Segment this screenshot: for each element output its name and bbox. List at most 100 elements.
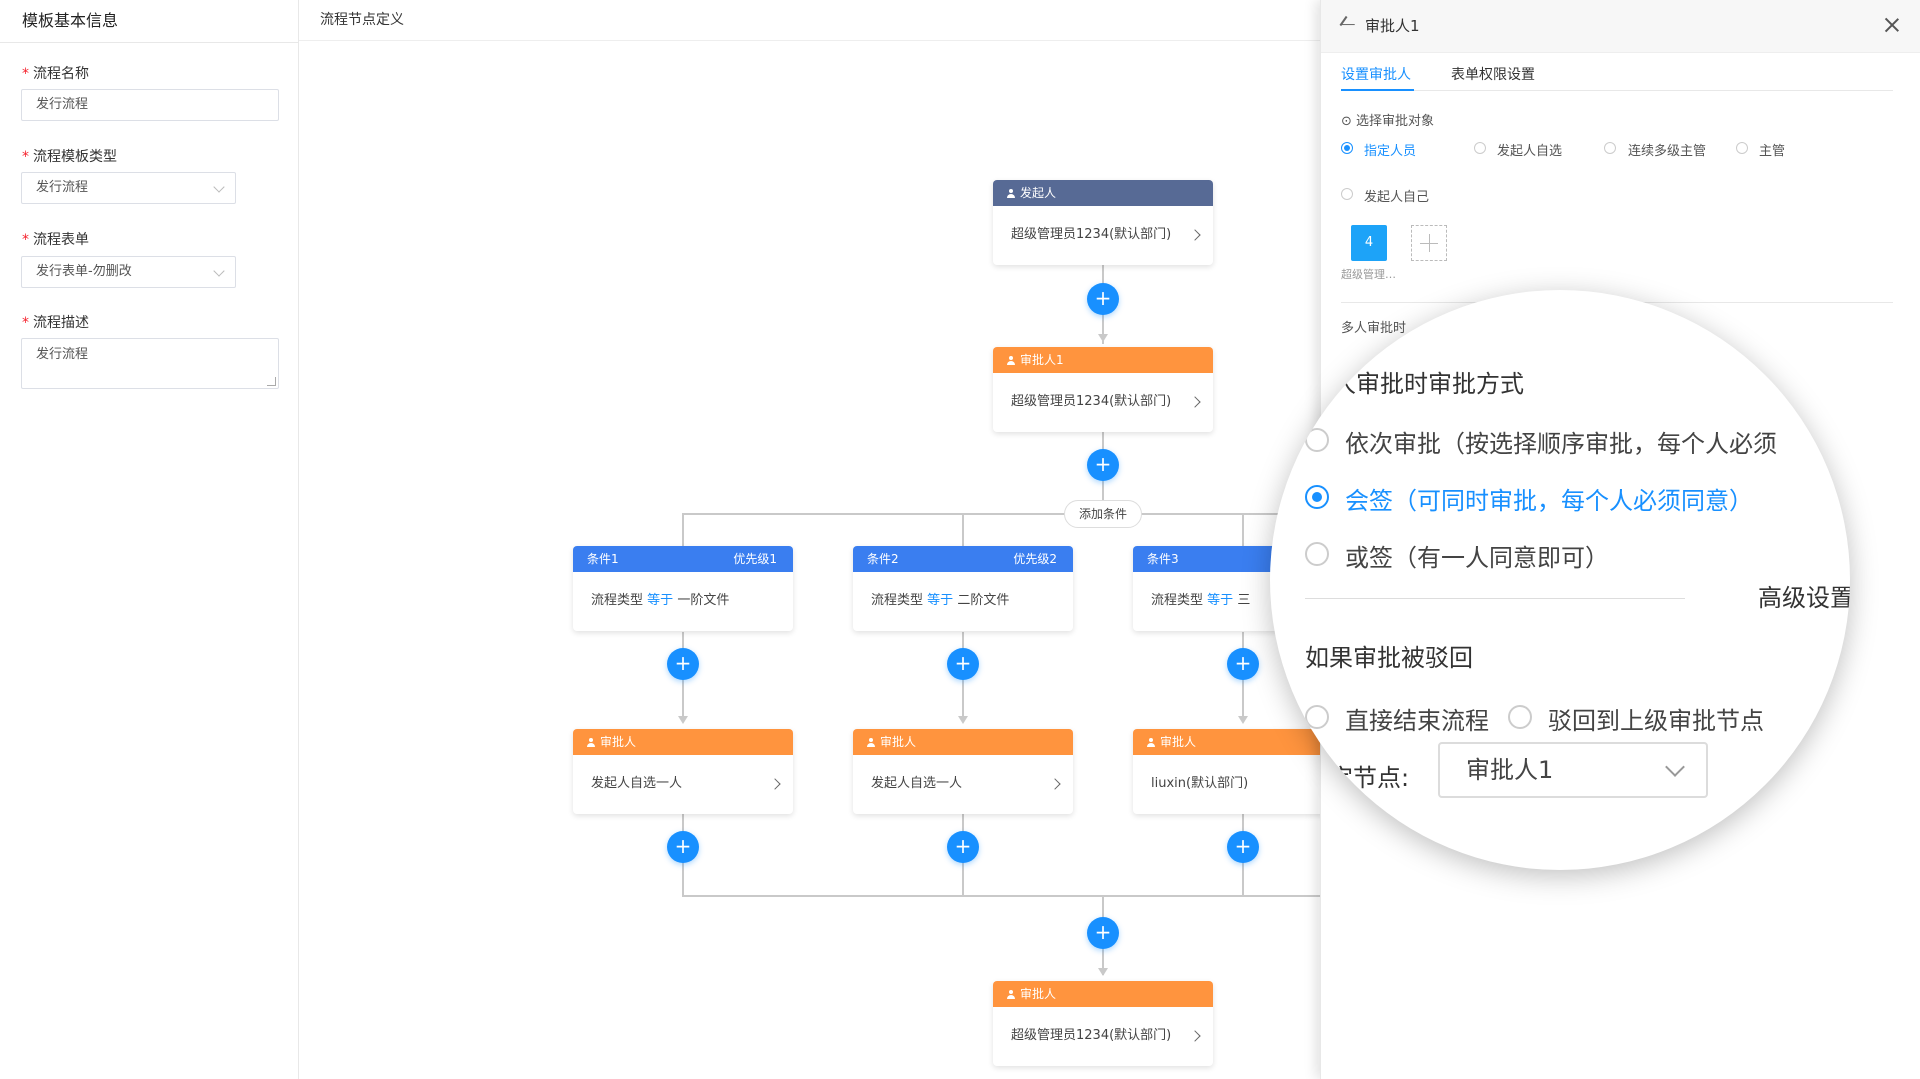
flow-form-select[interactable]: 发行表单-勿删改 [21,256,236,288]
branch-approver-node[interactable]: 审批人 liuxin(默认部门) [1133,729,1353,814]
advanced-settings[interactable]: 高级设置 [1758,584,1850,612]
arrow-icon [1098,968,1108,976]
user-icon [1007,990,1015,999]
radio-countersign[interactable] [1305,485,1329,509]
node-label: 指定节点: [1305,764,1410,792]
radio-label: 主管 [1759,144,1786,159]
node-body: 超级管理员1234(默认部门) [993,1007,1213,1066]
radio-or-sign[interactable] [1305,542,1329,566]
radio-supervisor[interactable] [1736,142,1748,154]
node-header: 审批人 [993,981,1213,1007]
add-node-button[interactable]: + [1087,283,1119,315]
radio-label: 发起人自选 [1497,144,1563,159]
mode-label: 或签（有一人同意即可） [1345,544,1609,572]
resize-grip-icon[interactable] [267,377,276,386]
add-node-button[interactable]: + [1087,917,1119,949]
chevron-down-icon [213,181,225,193]
arrow-icon [1238,716,1248,724]
node-header: 审批人 [573,729,793,755]
connector [682,513,684,547]
add-node-button[interactable]: + [947,648,979,680]
node-select[interactable]: 审批人1 [1438,742,1708,798]
chevron-right-icon [1189,229,1201,241]
tab-active-indicator [1341,89,1414,91]
final-approver-node[interactable]: 审批人 超级管理员1234(默认部门) [993,981,1213,1066]
partial-label: 件 [1350,838,1370,862]
multi-approve-label: 多人审批时 [1341,321,1407,336]
add-node-button[interactable]: + [1087,449,1119,481]
edit-icon[interactable] [1339,15,1348,27]
magnifier-zoom: 人审批时审批方式 依次审批（按选择顺序审批，每个人必须 会签（可同时审批，每个人… [1270,290,1850,870]
radio-label: 连续多级主管 [1628,144,1707,159]
mode-label: 会签（可同时审批，每个人必须同意） [1345,487,1753,515]
close-icon[interactable] [1883,16,1901,34]
radio-specified-user[interactable] [1341,142,1353,154]
add-node-button[interactable]: + [1227,831,1259,863]
node-header: 审批人1 [993,347,1213,373]
radio-initiator-choose[interactable] [1474,142,1486,154]
add-user-button[interactable] [1411,225,1447,261]
flow-name-label: *流程名称 [22,66,89,82]
section-label: ⊙ 选择审批对象 [1341,114,1435,129]
flow-desc-textarea[interactable]: 发行流程 [21,338,279,389]
branch-approver-node[interactable]: 审批人 发起人自选一人 [573,729,793,814]
flow-form-label: *流程表单 [22,232,89,248]
radio-multi-level-supervisor[interactable] [1604,142,1616,154]
radio-sequential[interactable] [1305,428,1329,452]
chevron-right-icon [1189,396,1201,408]
template-info-panel: 模板基本信息 *流程名称 发行流程 *流程模板类型 发行流程 *流程表单 发行表… [0,0,299,1079]
add-node-button[interactable]: + [667,648,699,680]
add-node-button[interactable]: + [667,831,699,863]
flow-name-input[interactable]: 发行流程 [21,89,279,121]
node-body: 超级管理员1234(默认部门) [993,206,1213,265]
tab-set-approver[interactable]: 设置审批人 [1341,67,1411,83]
node-body: liuxin(默认部门) [1151,776,1249,791]
radio-initiator-self[interactable] [1341,188,1353,200]
radio-end-flow[interactable] [1305,705,1329,729]
drawer-title: 审批人1 [1365,17,1420,35]
radio-label: 发起人自己 [1364,190,1430,205]
add-condition-button[interactable]: 添加条件 [1064,500,1142,528]
template-type-select[interactable]: 发行流程 [21,172,236,204]
tab-bar-divider [1341,90,1893,91]
reject-option: 直接结束流程 [1345,707,1489,735]
user-icon [1007,189,1015,198]
arrow-icon [678,716,688,724]
avatar-name: 超级管理… [1341,268,1396,281]
chevron-down-icon [1665,757,1685,777]
panel-title: 模板基本信息 [0,0,298,43]
divider [1305,598,1685,599]
chevron-right-icon [1049,778,1061,790]
node-body: 流程类型 等于 二阶文件 [871,593,1010,608]
user-icon [587,738,595,747]
drawer-header: 审批人1 [1321,0,1920,53]
avatar[interactable]: 4 [1351,225,1387,261]
branch-approver-node[interactable]: 审批人 发起人自选一人 [853,729,1073,814]
initiator-node[interactable]: 发起人 超级管理员1234(默认部门) [993,180,1213,265]
branch-line-top [682,513,1402,515]
chevron-right-icon [1189,1030,1201,1042]
reject-heading: 如果审批被驳回 [1305,644,1473,672]
chevron-down-icon [213,265,225,277]
node-body: 超级管理员1234(默认部门) [993,373,1213,432]
template-type-label: *流程模板类型 [22,149,117,165]
add-node-button[interactable]: + [947,831,979,863]
approver1-node[interactable]: 审批人1 超级管理员1234(默认部门) [993,347,1213,432]
tab-form-permission[interactable]: 表单权限设置 [1451,67,1535,83]
arrow-icon [958,716,968,724]
node-header: 审批人 [853,729,1073,755]
radio-return-previous[interactable] [1508,705,1532,729]
radio-label: 指定人员 [1364,144,1417,159]
chevron-right-icon [769,778,781,790]
add-node-button[interactable]: + [1227,648,1259,680]
canvas-title: 流程节点定义 [299,0,1320,41]
flow-desc-label: *流程描述 [22,315,89,331]
arrow-icon [1098,334,1108,342]
node-body: 发起人自选一人 [853,755,1073,814]
node-body: 流程类型 等于 一阶文件 [591,593,730,608]
node-body: 流程类型 等于 三 [1151,593,1251,608]
